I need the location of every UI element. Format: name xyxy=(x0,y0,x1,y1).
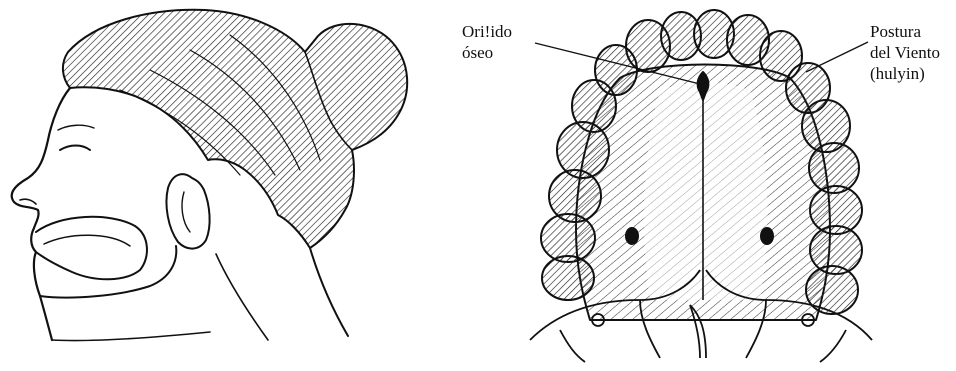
neck-back xyxy=(310,248,348,336)
label-orificio-oseo: Ori!ido óseo xyxy=(462,21,512,63)
label-postura-line3: (hulyin) xyxy=(870,63,940,84)
label-postura-line1: Postura xyxy=(870,21,940,42)
label-postura-line2: del Viento xyxy=(870,42,940,63)
palatine-foramen-right xyxy=(761,228,773,244)
ear xyxy=(166,174,209,248)
jaw-line xyxy=(40,246,176,298)
palate-drawing xyxy=(530,10,872,362)
palatine-foramen-left xyxy=(626,228,638,244)
face-profile xyxy=(12,88,70,340)
hair xyxy=(63,10,407,248)
label-orificio-line2: óseo xyxy=(462,42,512,63)
leader-postura xyxy=(806,42,868,72)
open-mouth-tongue xyxy=(36,217,147,279)
head-profile-drawing xyxy=(12,10,408,341)
label-postura-del-viento: Postura del Viento (hulyin) xyxy=(870,21,940,84)
label-orificio-line1: Ori!ido xyxy=(462,21,512,42)
eye xyxy=(60,146,90,151)
